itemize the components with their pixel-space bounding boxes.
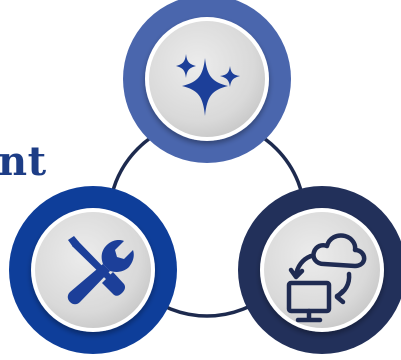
cloud-sync-computer-icon [286,233,367,323]
left-inner-disc [35,212,151,328]
ai-sparkle-node [123,0,291,163]
sparkles-icon [176,54,240,116]
cloud-icon [311,233,367,269]
cloud-sync-node [238,186,401,354]
diagram-title-fragment: nt [0,138,47,185]
wrench-screwdriver-icon [67,236,134,305]
tools-node [9,186,177,354]
